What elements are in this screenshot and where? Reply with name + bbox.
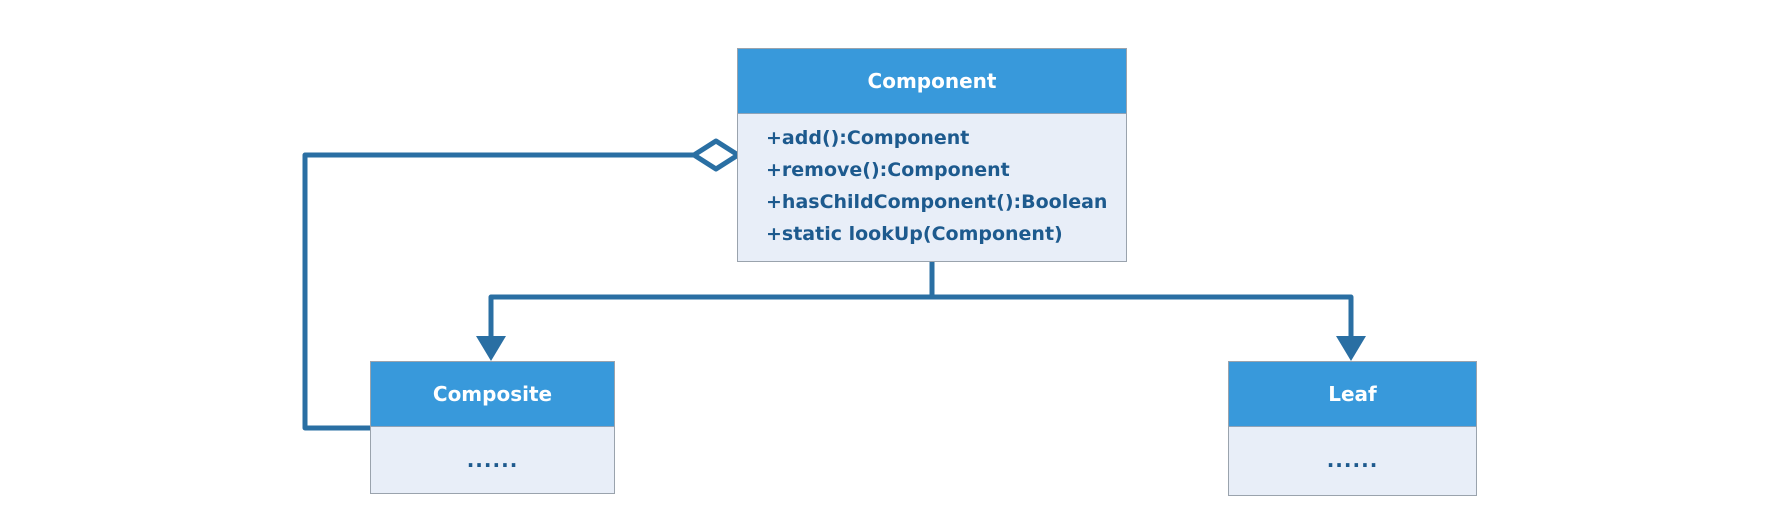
arrowhead-leaf bbox=[1336, 336, 1366, 361]
aggregation-diamond bbox=[691, 138, 741, 172]
member-lookup: +static lookUp(Component) bbox=[766, 223, 1063, 245]
arrowhead-composite bbox=[476, 336, 506, 361]
composite-class-box: Composite ...... bbox=[370, 361, 615, 494]
component-class-box: Component +add():Component +remove():Com… bbox=[737, 48, 1127, 262]
tree-connector bbox=[488, 259, 1354, 343]
component-class-title: Component bbox=[738, 49, 1126, 114]
leaf-class-title: Leaf bbox=[1229, 362, 1476, 427]
component-members: +add():Component +remove():Component +ha… bbox=[738, 114, 1126, 250]
member-remove: +remove():Component bbox=[766, 159, 1010, 181]
composite-members: ...... bbox=[466, 448, 519, 472]
member-add: +add():Component bbox=[766, 127, 970, 149]
aggregation-line bbox=[302, 152, 694, 431]
composite-class-title: Composite bbox=[371, 362, 614, 427]
leaf-members: ...... bbox=[1326, 448, 1379, 472]
member-has-child-component: +hasChildComponent():Boolean bbox=[766, 191, 1108, 213]
leaf-class-box: Leaf ...... bbox=[1228, 361, 1477, 496]
